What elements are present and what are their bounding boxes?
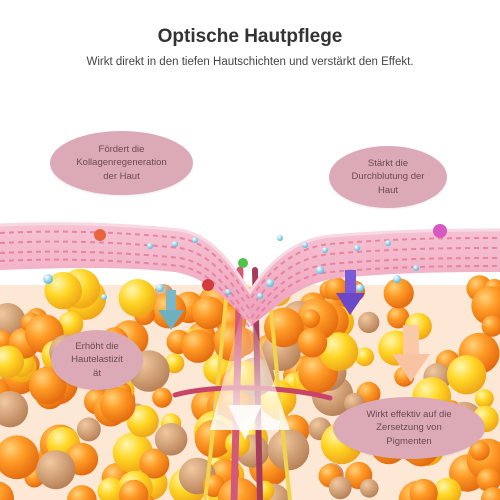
page-title: Optische Hautpflege: [157, 26, 343, 47]
light-beam: [210, 300, 290, 430]
fat-cell: [355, 347, 375, 367]
droplet: [266, 279, 274, 287]
droplet: [94, 229, 106, 241]
fat-cell: [383, 278, 414, 309]
fat-cell: [0, 435, 39, 480]
page-subtitle: Wirkt direkt in den tiefen Hautschichten…: [86, 56, 414, 68]
callout-circulation-text: Stärkt die Durchblutung der Haut: [351, 158, 425, 196]
droplet: [225, 289, 231, 295]
fat-cell: [139, 448, 170, 479]
fat-cell: [358, 311, 380, 334]
peach-arrow: [392, 325, 430, 382]
fat-cell: [328, 476, 352, 500]
fat-cell: [181, 329, 215, 363]
fat-cell: [58, 311, 84, 337]
fat-cell: [446, 355, 487, 395]
fat-cell: [480, 487, 500, 500]
teal-arrow: [158, 290, 184, 330]
purple-arrow: [336, 270, 365, 315]
droplet: [192, 237, 198, 243]
droplet: [43, 274, 53, 284]
fat-cell: [0, 391, 29, 428]
fat-cell: [474, 389, 494, 409]
fat-cell: [301, 309, 321, 328]
droplet: [433, 224, 447, 238]
fat-cell: [0, 481, 14, 500]
callout-collagen: Fördert die Kollagenregeneration der Hau…: [50, 131, 193, 195]
fat-cell: [76, 417, 101, 442]
epidermis-edge: [0, 222, 500, 295]
droplet: [156, 284, 164, 292]
dermis-stripe: [0, 250, 500, 322]
droplet: [257, 293, 263, 299]
fat-cell: [0, 345, 25, 379]
droplet: [277, 235, 283, 241]
fat-cell: [469, 440, 490, 461]
fat-cell: [387, 306, 410, 329]
droplet: [356, 284, 364, 292]
dermis-stripe: [0, 240, 500, 312]
fat-cell: [359, 478, 379, 498]
droplet: [385, 240, 391, 246]
fat-cell: [67, 485, 97, 500]
fat-cell: [99, 387, 136, 423]
fat-cell: [154, 423, 188, 456]
fat-cell: [217, 477, 260, 500]
droplet: [302, 242, 308, 248]
fat-cell: [28, 366, 67, 405]
fat-cell: [409, 478, 438, 500]
dermis-stripe: [0, 230, 500, 302]
fat-cell: [118, 279, 157, 317]
active-ingredient-droplets: [43, 224, 447, 300]
dermis-stripes: [0, 230, 500, 330]
fat-cell: [267, 428, 310, 471]
droplet: [316, 266, 324, 274]
callout-collagen-text: Fördert die Kollagenregeneration der Hau…: [76, 144, 167, 182]
callout-pigment: Wirkt effektiv auf die Zersetzung von Pi…: [333, 397, 485, 459]
fat-cell: [36, 450, 76, 490]
callout-elasticity: Erhöht die Hautelastizit ät: [51, 330, 143, 390]
fat-cell: [433, 477, 462, 500]
fat-cell: [297, 327, 328, 358]
droplet: [413, 265, 419, 271]
callout-elasticity-text: Erhöht die Hautelastizit ät: [71, 341, 123, 379]
fat-cell: [152, 387, 173, 408]
callout-circulation: Stärkt die Durchblutung der Haut: [329, 146, 447, 208]
droplet: [322, 247, 328, 253]
fat-cell: [126, 405, 159, 438]
fat-cell: [192, 296, 226, 330]
dermis-stripe: [0, 258, 500, 330]
droplet: [393, 275, 401, 283]
droplet: [101, 294, 107, 300]
fat-cell: [319, 332, 359, 371]
droplet: [354, 245, 360, 251]
dermis-band: [0, 223, 500, 325]
callout-pigment-text: Wirkt effektiv auf die Zersetzung von Pi…: [366, 409, 452, 447]
droplet: [172, 241, 178, 247]
center-arrow: [228, 405, 262, 440]
fat-cell: [119, 479, 149, 500]
droplet: [202, 279, 214, 291]
fat-cell: [476, 468, 500, 493]
droplet: [238, 258, 248, 268]
fat-cell: [481, 315, 500, 337]
fat-cell: [44, 272, 82, 310]
fat-cell: [97, 477, 125, 500]
droplet: [147, 243, 153, 249]
